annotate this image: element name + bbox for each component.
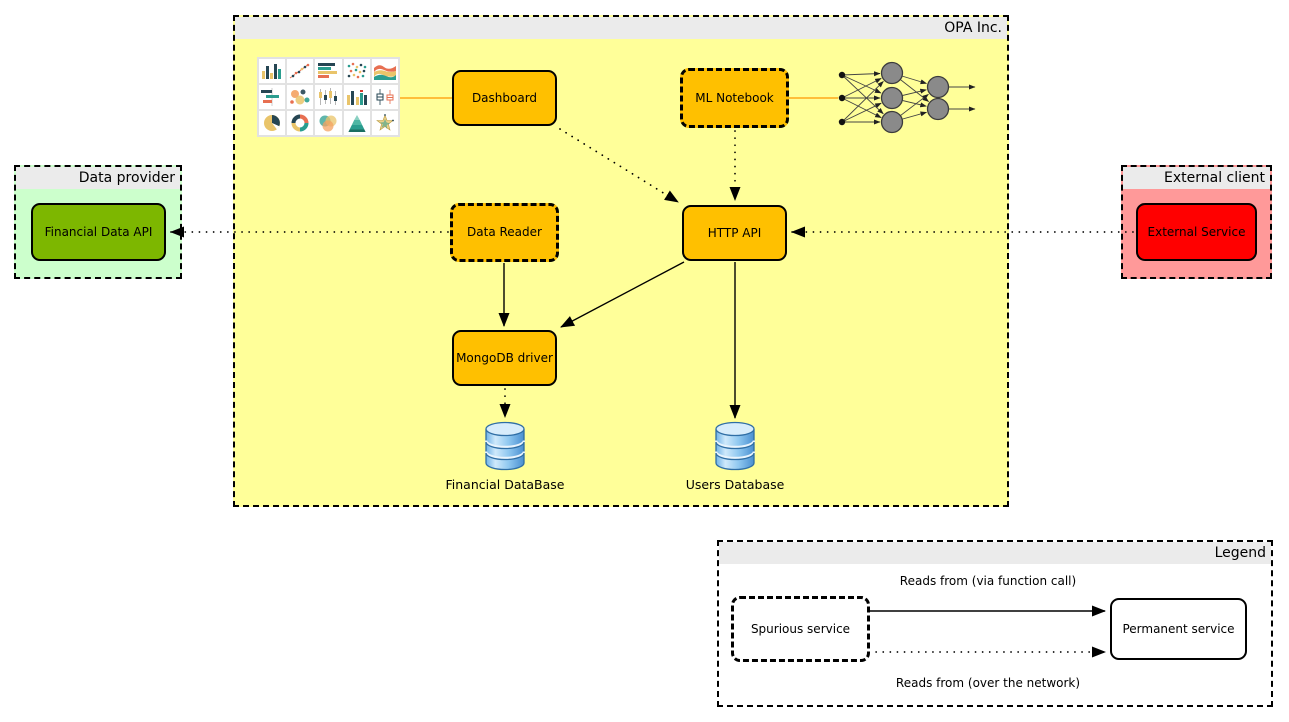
node-dashboard-label: Dashboard [471, 90, 538, 105]
gantt-chart-thumbnail [259, 85, 286, 109]
node-permanent-service-label: Permanent service [1122, 621, 1235, 636]
node-external-service: External Service [1136, 203, 1257, 261]
opa-container-title: OPA Inc. [235, 17, 1007, 39]
grouped-bar-chart-thumbnail [343, 85, 370, 109]
legend-solid-arrow-label: Reads from (via function call) [899, 574, 1077, 588]
chart-thumbnails-grid-icon [257, 57, 400, 137]
scatter-chart-thumbnail [343, 59, 370, 83]
scatter-trend-thumbnail [287, 59, 314, 83]
venn-diagram-thumbnail [315, 111, 342, 135]
node-http-api: HTTP API [682, 205, 787, 261]
donut-chart-thumbnail [287, 111, 314, 135]
boxplot-thumbnail [371, 85, 398, 109]
bubble-chart-thumbnail [287, 85, 314, 109]
candlestick-chart-thumbnail [315, 85, 342, 109]
node-data-reader: Data Reader [450, 203, 559, 262]
pyramid-chart-thumbnail [343, 111, 370, 135]
legend-title: Legend [719, 542, 1271, 564]
node-spurious-service-label: Spurious service [750, 621, 851, 636]
node-http-api-label: HTTP API [707, 225, 762, 240]
node-permanent-service: Permanent service [1110, 598, 1247, 660]
node-external-service-label: External Service [1147, 224, 1246, 239]
financial-database-icon [484, 421, 526, 471]
node-ml-notebook: ML Notebook [680, 68, 789, 128]
node-mongodb-driver-label: MongoDB driver [456, 350, 553, 365]
external-client-title: External client [1123, 167, 1270, 189]
node-financial-data-api-label: Financial Data API [44, 224, 153, 239]
legend-dotted-arrow-label: Reads from (over the network) [895, 676, 1081, 690]
financial-database-label: Financial DataBase [445, 477, 565, 492]
node-dashboard: Dashboard [452, 70, 557, 126]
pie-chart-thumbnail [259, 111, 286, 135]
stream-chart-thumbnail [371, 59, 398, 83]
node-ml-notebook-label: ML Notebook [695, 90, 774, 105]
node-data-reader-label: Data Reader [467, 225, 542, 240]
node-spurious-service: Spurious service [731, 596, 870, 662]
data-provider-title: Data provider [16, 167, 180, 189]
users-database-icon [714, 421, 756, 471]
hbar-chart-thumbnail [315, 59, 342, 83]
node-financial-data-api: Financial Data API [31, 203, 166, 261]
radar-chart-thumbnail [371, 111, 398, 135]
node-mongodb-driver: MongoDB driver [452, 330, 557, 386]
neural-network-icon [838, 61, 976, 134]
users-database-label: Users Database [685, 477, 785, 492]
bar-chart-thumbnail [259, 59, 286, 83]
